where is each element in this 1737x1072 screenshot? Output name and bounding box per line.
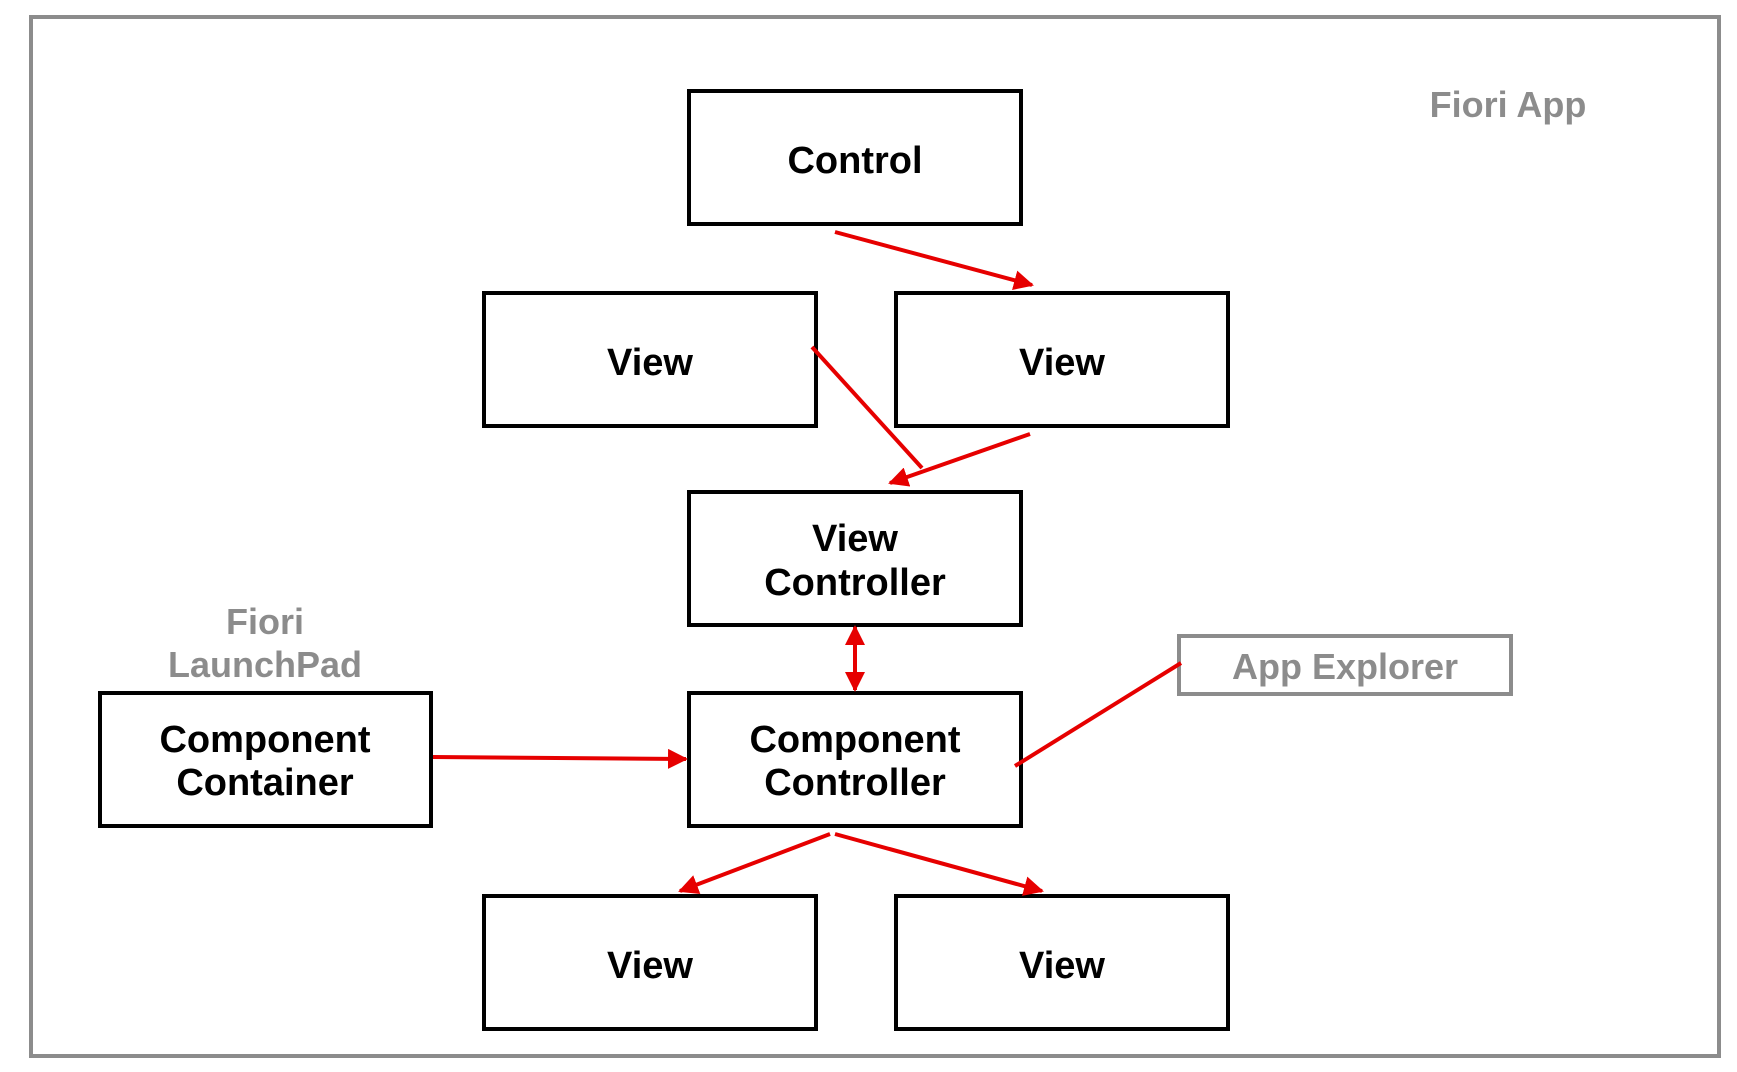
view-label-bottom-left: View [607, 945, 693, 987]
fiori-launchpad-label-line1: Fiori [226, 601, 304, 642]
view-box-bottom-left: View [482, 894, 818, 1031]
view-box-top-right: View [894, 291, 1230, 428]
component-container-label-line2: Container [176, 762, 354, 804]
component-controller-label-line2: Controller [764, 762, 946, 804]
edge-component-container-to-component-controller [432, 748, 688, 769]
view-box-top-left: View [482, 291, 818, 428]
control-box: Control [687, 89, 1023, 226]
view-controller-label-line2: Controller [764, 562, 946, 604]
view-label-bottom-right: View [1019, 945, 1105, 987]
connectors [432, 230, 1183, 896]
fiori-app-frame [29, 15, 1721, 1058]
component-controller-box: Component Controller [687, 691, 1023, 828]
view-label-top-right: View [1019, 342, 1105, 384]
view-label-top-left: View [607, 342, 693, 384]
app-explorer-box: App Explorer [1177, 634, 1513, 696]
edge-app-explorer-to-component-controller [1013, 661, 1183, 768]
fiori-app-label: Fiori App [1430, 84, 1587, 125]
view-controller-box: View Controller [687, 490, 1023, 627]
edge-view-top-right-to-view-controller [888, 432, 1031, 487]
fiori-launchpad-label-line2: LaunchPad [168, 644, 362, 685]
component-container-label-line1: Component [159, 719, 370, 761]
edge-component-controller-to-view-bottom-right [834, 832, 1044, 896]
view-controller-label-line1: View [812, 518, 898, 560]
component-controller-label-line1: Component [749, 719, 960, 761]
edge-component-controller-to-view-bottom-left [678, 832, 831, 894]
edge-control-to-view-top-right [834, 230, 1034, 290]
component-container-box: Component Container [98, 691, 433, 828]
control-label: Control [787, 140, 922, 182]
edge-view-top-left-to-view-controller [810, 345, 924, 470]
app-explorer-label: App Explorer [1232, 646, 1458, 687]
view-box-bottom-right: View [894, 894, 1230, 1031]
